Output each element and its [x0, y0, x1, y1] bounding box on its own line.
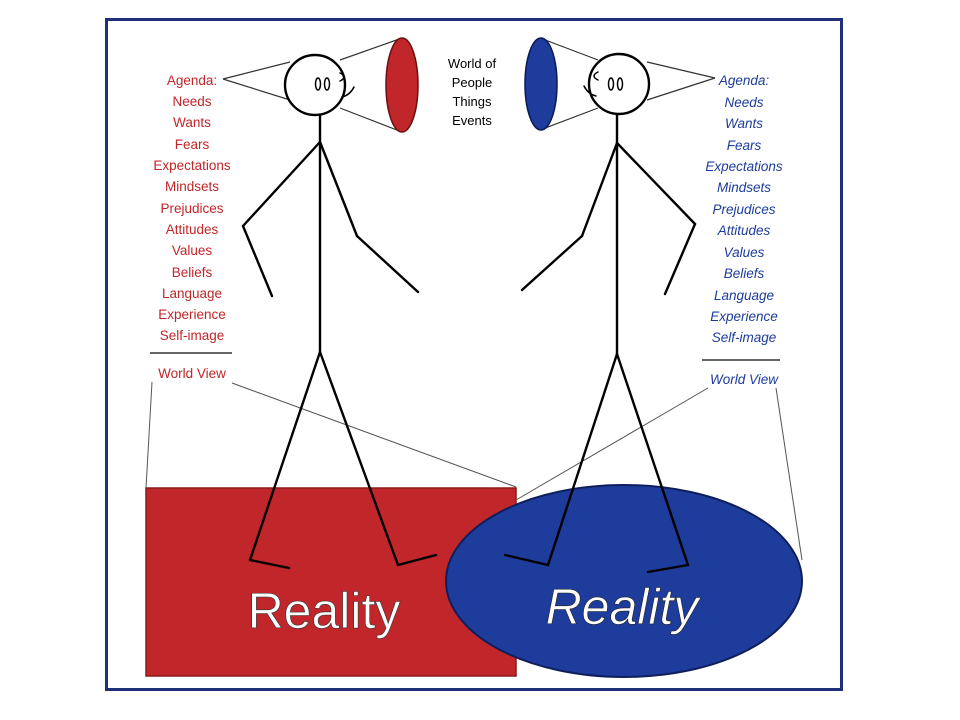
- left-list-item: Attitudes: [166, 222, 219, 237]
- right-cone-bottom-line: [646, 77, 716, 101]
- world-view-leader-lines: [145, 381, 803, 561]
- right-list-item: Beliefs: [724, 266, 765, 281]
- left-list-item: Language: [162, 286, 222, 301]
- right-list-item: Wants: [725, 116, 763, 131]
- left-figure-front-foot: [396, 553, 438, 567]
- right-list-item: Attitudes: [717, 223, 771, 238]
- left-list-item: Mindsets: [165, 179, 219, 194]
- right-wv-line-down: [775, 387, 803, 561]
- right-figure-back-upper-arm: [615, 141, 697, 226]
- left-figure-back-upper-arm: [241, 140, 322, 228]
- left-perception-filter-list: Agenda: Needs Wants Fears Expectations M…: [153, 73, 231, 381]
- right-figure-eye-2: [616, 77, 624, 91]
- left-cone-bottom-line: [222, 78, 291, 101]
- right-perception-lens: [524, 37, 558, 131]
- right-list-item: Prejudices: [712, 202, 775, 217]
- right-stick-figure: [503, 52, 697, 574]
- left-perception-lens: [385, 37, 419, 133]
- right-figure-back-forearm: [663, 222, 697, 296]
- left-figure-front-upper-arm: [318, 140, 359, 238]
- right-lens-top-line: [539, 37, 599, 61]
- center-line: People: [452, 75, 492, 90]
- right-vision-cone: [539, 37, 716, 131]
- right-figure-back-foot: [646, 563, 690, 574]
- center-world-label: World of People Things Events: [448, 56, 497, 128]
- center-line: Events: [452, 113, 492, 128]
- left-list-item: Beliefs: [172, 265, 213, 280]
- left-wv-line-down: [145, 381, 153, 489]
- left-figure-back-forearm: [241, 224, 274, 298]
- left-wv-line-cross: [231, 382, 517, 488]
- right-world-view-label: World View: [710, 372, 779, 387]
- left-list-item: Expectations: [153, 158, 231, 173]
- right-list-item: Experience: [710, 309, 778, 324]
- left-list-item: Experience: [158, 307, 226, 322]
- center-line: World of: [448, 56, 497, 71]
- left-stick-figure: [241, 53, 438, 570]
- left-list-item: Fears: [175, 137, 210, 152]
- left-figure-back-foot: [248, 558, 291, 570]
- right-reality-label: Reality: [546, 579, 702, 635]
- right-figure-mouth: [583, 85, 597, 97]
- center-line: Things: [452, 94, 492, 109]
- right-figure-nose: [593, 71, 599, 81]
- left-list-item: Self-image: [160, 328, 225, 343]
- right-figure-front-forearm: [520, 234, 584, 292]
- left-world-view-label: World View: [158, 366, 226, 381]
- left-reality-label: Reality: [248, 583, 401, 639]
- left-list-item: Agenda:: [167, 73, 217, 88]
- right-figure-front-foot: [503, 553, 550, 567]
- left-list-item: Prejudices: [160, 201, 223, 216]
- left-figure-mouth: [341, 86, 355, 98]
- right-wv-line-cross: [515, 387, 709, 501]
- right-list-item: Fears: [727, 138, 762, 153]
- right-list-item: Agenda:: [718, 73, 770, 88]
- left-figure-nose: [339, 72, 345, 82]
- right-figure-eye-1: [607, 77, 615, 91]
- left-list-item: Wants: [173, 115, 211, 130]
- left-vision-cone: [222, 37, 403, 133]
- right-figure-front-leg: [546, 352, 619, 567]
- right-lens-bottom-line: [539, 107, 599, 131]
- right-figure-front-upper-arm: [580, 141, 619, 238]
- right-list-item: Expectations: [705, 159, 783, 174]
- right-list-item: Values: [724, 245, 765, 260]
- left-figure-eye-1: [314, 77, 322, 91]
- left-list-item: Needs: [172, 94, 211, 109]
- right-list-item: Needs: [724, 95, 763, 110]
- right-list-item: Self-image: [712, 330, 777, 345]
- right-figure-back-leg: [615, 352, 690, 567]
- left-figure-eye-2: [323, 77, 331, 91]
- right-cone-top-line: [646, 61, 716, 79]
- left-figure-back-leg: [248, 350, 322, 562]
- right-list-item: Mindsets: [717, 180, 771, 195]
- right-figure-head: [587, 52, 651, 116]
- right-reality-ellipse: [445, 484, 803, 678]
- left-list-item: Values: [172, 243, 213, 258]
- left-figure-front-forearm: [355, 234, 420, 294]
- left-lens-bottom-line: [339, 107, 403, 133]
- left-cone-top-line: [222, 61, 291, 80]
- right-perception-filter-list: Agenda: Needs Wants Fears Expectations M…: [705, 73, 783, 387]
- left-figure-front-leg: [318, 350, 400, 567]
- right-list-item: Language: [714, 288, 774, 303]
- left-lens-top-line: [339, 37, 403, 61]
